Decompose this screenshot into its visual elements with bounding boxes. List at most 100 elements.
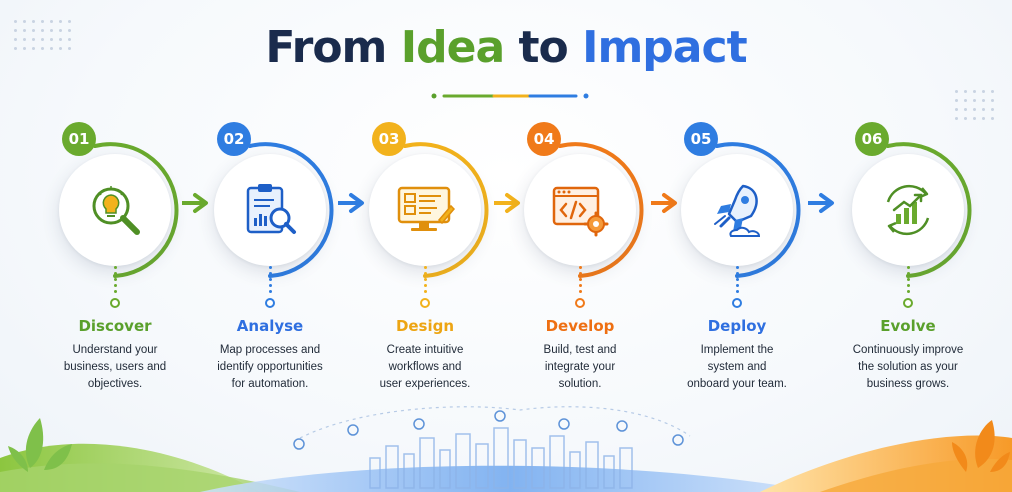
step-number-badge: 05 xyxy=(684,122,718,156)
decor-dot xyxy=(982,108,985,111)
step-evolve: 06 Evolve Continuously improve the solut… xyxy=(833,110,983,410)
decor-dot xyxy=(14,38,17,41)
step-ring xyxy=(715,142,801,278)
rocket-icon xyxy=(714,184,761,237)
lightbulb-magnifier-icon xyxy=(92,186,140,235)
desc-line: Build, test and xyxy=(543,344,617,356)
arrow-right-icon xyxy=(651,193,677,213)
decor-dot xyxy=(973,99,976,102)
decor-dot xyxy=(50,20,53,23)
decor-dot xyxy=(23,20,26,23)
step-description: Continuously improve the solution as you… xyxy=(833,342,983,393)
step-connector xyxy=(423,266,427,298)
decor-dot xyxy=(991,108,994,111)
decor-dot xyxy=(59,47,62,50)
decor-dot xyxy=(973,117,976,120)
decor-dot xyxy=(32,29,35,32)
decor-dot xyxy=(955,90,958,93)
decor-dot xyxy=(964,117,967,120)
arrow-right-icon xyxy=(494,193,520,213)
monitor-wireframe-icon xyxy=(397,186,455,231)
step-connector xyxy=(735,266,739,298)
step-description: Map processes and identify opportunities… xyxy=(195,342,345,393)
decor-dot xyxy=(23,47,26,50)
decor-dot xyxy=(68,20,71,23)
arrow-right-icon xyxy=(182,193,208,213)
desc-line: objectives. xyxy=(87,378,143,390)
decor-dot xyxy=(955,99,958,102)
desc-line: the solution as your xyxy=(858,361,958,373)
desc-line: user experiences. xyxy=(379,378,471,390)
decor-dot xyxy=(41,20,44,23)
desc-line: Implement the xyxy=(700,344,774,356)
decor-dot xyxy=(964,90,967,93)
desc-line: onboard your team. xyxy=(687,378,787,390)
decor-dot xyxy=(50,47,53,50)
decor-dot xyxy=(68,38,71,41)
step-number-badge: 02 xyxy=(217,122,251,156)
decor-dot xyxy=(32,20,35,23)
step-ring xyxy=(558,142,644,278)
decor-dot xyxy=(32,47,35,50)
desc-line: Create intuitive xyxy=(386,344,464,356)
decor-dot xyxy=(973,90,976,93)
step-design: 03 Design Create intuitive workflows and… xyxy=(350,110,500,410)
decor-dot xyxy=(50,29,53,32)
decor-dot xyxy=(982,99,985,102)
step-analyse: 02 Analyse Map processes and identify op… xyxy=(195,110,345,410)
decor-dot xyxy=(23,29,26,32)
step-ring xyxy=(403,142,489,278)
connector-end-dot xyxy=(110,298,120,308)
step-title: Develop xyxy=(545,317,615,335)
desc-line: Map processes and xyxy=(219,344,321,356)
desc-line: business grows. xyxy=(866,378,950,390)
decor-dots-right xyxy=(955,90,1005,130)
step-connector xyxy=(113,266,117,298)
decor-dot xyxy=(982,117,985,120)
desc-line: Understand your xyxy=(72,344,158,356)
decor-dots-left xyxy=(14,20,74,60)
step-ring xyxy=(886,142,972,278)
title-underline xyxy=(431,93,589,99)
page-title: From Idea to Impact xyxy=(0,22,1012,73)
step-description: Implement the system and onboard your te… xyxy=(662,342,812,393)
connector-end-dot xyxy=(732,298,742,308)
bottom-decoration xyxy=(0,406,1012,492)
decor-dot xyxy=(23,38,26,41)
title-word-to: to xyxy=(518,22,568,73)
decor-dot xyxy=(964,99,967,102)
desc-line: business, users and xyxy=(63,361,167,373)
step-title: Discover xyxy=(78,317,152,335)
decor-dot xyxy=(14,20,17,23)
connector-end-dot xyxy=(265,298,275,308)
clipboard-chart-icon xyxy=(246,184,296,234)
step-title: Analyse xyxy=(236,317,304,335)
title-word-from: From xyxy=(265,22,387,73)
desc-line: workflows and xyxy=(388,361,462,373)
title-word-impact: Impact xyxy=(582,22,748,73)
decor-dot xyxy=(32,38,35,41)
decor-dot xyxy=(59,20,62,23)
desc-line: solution. xyxy=(558,378,602,390)
decor-dot xyxy=(59,38,62,41)
desc-line: identify opportunities xyxy=(217,361,323,373)
step-number-badge: 06 xyxy=(855,122,889,156)
desc-line: Continuously improve xyxy=(852,344,964,356)
step-title: Deploy xyxy=(707,317,767,335)
decor-dot xyxy=(68,29,71,32)
decor-dot xyxy=(982,90,985,93)
decor-dot xyxy=(991,99,994,102)
decor-dot xyxy=(41,47,44,50)
decor-dot xyxy=(964,108,967,111)
connector-end-dot xyxy=(575,298,585,308)
decor-dot xyxy=(14,29,17,32)
step-ring xyxy=(93,142,179,278)
decor-dot xyxy=(973,108,976,111)
decor-dot xyxy=(41,29,44,32)
step-connector xyxy=(578,266,582,298)
decor-dot xyxy=(991,90,994,93)
title-word-idea: Idea xyxy=(400,22,505,73)
connector-end-dot xyxy=(420,298,430,308)
decor-dot xyxy=(50,38,53,41)
step-description: Build, test and integrate your solution. xyxy=(505,342,655,393)
